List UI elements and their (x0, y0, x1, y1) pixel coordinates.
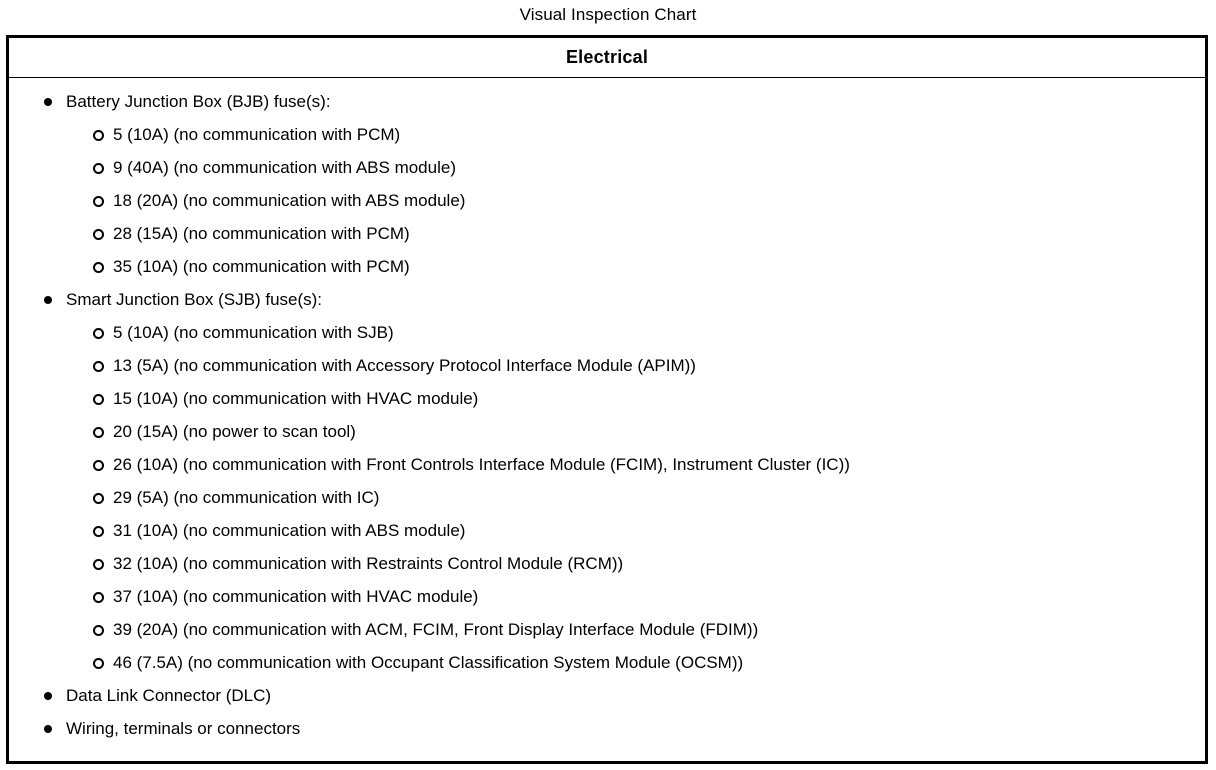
table-header-row: Electrical (9, 38, 1205, 78)
sub-list-item-label: 20 (15A) (no power to scan tool) (113, 422, 356, 441)
sub-list-item: 5 (10A) (no communication with PCM) (9, 118, 1205, 151)
sub-list-item: 9 (40A) (no communication with ABS modul… (9, 151, 1205, 184)
list-item-label: Smart Junction Box (SJB) fuse(s): (66, 290, 323, 309)
sub-list-item: 31 (10A) (no communication with ABS modu… (9, 514, 1205, 547)
sub-list-item-label: 13 (5A) (no communication with Accessory… (113, 356, 696, 375)
bullet-ring-icon (93, 261, 104, 273)
sub-list-item-label: 5 (10A) (no communication with SJB) (113, 323, 394, 342)
bullet-ring-icon (93, 393, 104, 405)
bullet-ring-icon (93, 195, 104, 207)
sub-list-item: 46 (7.5A) (no communication with Occupan… (9, 646, 1205, 679)
inspection-item-list: Battery Junction Box (BJB) fuse(s): 5 (10… (9, 85, 1205, 745)
bullet-ring-icon (93, 129, 104, 141)
sub-list-item-label: 18 (20A) (no communication with ABS modu… (113, 191, 466, 210)
page-title: Visual Inspection Chart (519, 5, 697, 24)
bullet-ring-icon (93, 459, 104, 471)
sub-list-item: 26 (10A) (no communication with Front Co… (9, 448, 1205, 481)
list-item-label: Battery Junction Box (BJB) fuse(s): (66, 92, 331, 111)
sub-list-item-label: 35 (10A) (no communication with PCM) (113, 257, 410, 276)
sub-list-item-label: 31 (10A) (no communication with ABS modu… (113, 521, 466, 540)
sub-list-item: 37 (10A) (no communication with HVAC mod… (9, 580, 1205, 613)
sub-list-item-label: 37 (10A) (no communication with HVAC mod… (113, 587, 479, 606)
sub-list-item: 35 (10A) (no communication with PCM) (9, 250, 1205, 283)
bullet-ring-icon (93, 558, 104, 570)
list-item: Battery Junction Box (BJB) fuse(s): (9, 85, 1205, 118)
table-header-label: Electrical (565, 47, 649, 67)
sub-list-item: 39 (20A) (no communication with ACM, FCI… (9, 613, 1205, 646)
sub-list-item: 28 (15A) (no communication with PCM) (9, 217, 1205, 250)
bullet-ring-icon (93, 525, 104, 537)
bullet-disc-icon (44, 691, 52, 700)
table-body: Battery Junction Box (BJB) fuse(s): 5 (10… (9, 78, 1205, 745)
bullet-ring-icon (93, 360, 104, 372)
sub-list-item: 32 (10A) (no communication with Restrain… (9, 547, 1205, 580)
sub-list-item: 15 (10A) (no communication with HVAC mod… (9, 382, 1205, 415)
sub-list-item-label: 15 (10A) (no communication with HVAC mod… (113, 389, 479, 408)
bullet-ring-icon (93, 657, 104, 669)
sub-list-item-label: 39 (20A) (no communication with ACM, FCI… (113, 620, 759, 639)
sub-list-item: 18 (20A) (no communication with ABS modu… (9, 184, 1205, 217)
bullet-disc-icon (44, 97, 52, 106)
bullet-ring-icon (93, 426, 104, 438)
bullet-ring-icon (93, 591, 104, 603)
bullet-disc-icon (44, 295, 52, 304)
sub-list-item: 13 (5A) (no communication with Accessory… (9, 349, 1205, 382)
list-item: Data Link Connector (DLC) (9, 679, 1205, 712)
list-item: Wiring, terminals or connectors (9, 712, 1205, 745)
list-item-label: Wiring, terminals or connectors (66, 719, 301, 738)
sub-list-item-label: 32 (10A) (no communication with Restrain… (113, 554, 624, 573)
sub-list-item-label: 28 (15A) (no communication with PCM) (113, 224, 410, 243)
sub-list-item: 29 (5A) (no communication with IC) (9, 481, 1205, 514)
sub-list-item-label: 5 (10A) (no communication with PCM) (113, 125, 401, 144)
sub-list-item-label: 9 (40A) (no communication with ABS modul… (113, 158, 456, 177)
bullet-ring-icon (93, 624, 104, 636)
bullet-ring-icon (93, 162, 104, 174)
bullet-ring-icon (93, 228, 104, 240)
bullet-ring-icon (93, 327, 104, 339)
sub-list-item-label: 29 (5A) (no communication with IC) (113, 488, 380, 507)
sub-list-item: 5 (10A) (no communication with SJB) (9, 316, 1205, 349)
electrical-inspection-table: Electrical Battery Junction Box (BJB) fu… (6, 35, 1208, 764)
sub-list-item-label: 26 (10A) (no communication with Front Co… (113, 455, 850, 474)
bullet-ring-icon (93, 492, 104, 504)
list-item: Smart Junction Box (SJB) fuse(s): (9, 283, 1205, 316)
sub-list-item: 20 (15A) (no power to scan tool) (9, 415, 1205, 448)
bullet-disc-icon (44, 724, 52, 733)
list-item-label: Data Link Connector (DLC) (66, 686, 272, 705)
sub-list-item-label: 46 (7.5A) (no communication with Occupan… (113, 653, 744, 672)
